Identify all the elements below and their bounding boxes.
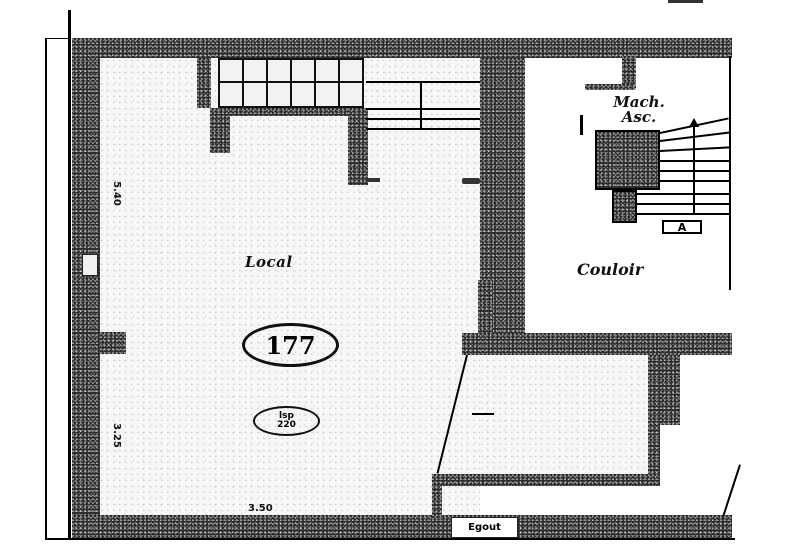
stair-step [314,81,340,108]
corridor-stair-tread [660,160,730,162]
stair-marker-box: A [662,220,702,234]
corridor-right-wall [729,56,731,290]
elevator-machine-label: Mach. Asc. [604,95,674,125]
dimension-bottom-width: 3.50 [248,503,273,514]
top-wall [72,38,732,58]
room-sub-line1: lsp [279,411,294,421]
corridor-label: Couloir [577,260,644,279]
stair-marker-label: A [677,220,687,234]
side-room-right-pier [660,355,680,425]
vertical-margin-line [68,10,71,538]
room-number: 177 [265,330,316,360]
stair-rail [366,128,480,130]
side-room-right-wall [648,355,660,485]
stair-step [338,81,364,108]
left-frame-line [45,38,47,540]
bottom-frame-line [45,538,735,540]
stair-step [218,81,244,108]
stair-rail [366,118,480,120]
left-wall [72,38,100,538]
side-room-bottom-wall [432,474,660,486]
stair-step [218,58,244,83]
stair-step [314,58,340,83]
stair-step [242,58,268,83]
dimension-upper-height: 5.40 [110,181,122,206]
elevator-shaft-lower [612,190,637,223]
stair-step [242,81,268,108]
stair-rail [366,81,480,83]
corridor-top-stub [622,56,636,90]
stair-step [290,81,316,108]
middle-stub-wall [478,280,493,335]
stair-left-pillar [197,58,211,108]
stair-step [290,58,316,83]
middle-vertical-wall [480,58,525,333]
stair-rail [366,108,480,110]
elevator-shaft [595,130,660,190]
right-edge-diagonal [722,464,741,518]
corridor-stair-tread [637,213,730,215]
stair-step [338,58,364,83]
elevator-outline [580,115,583,135]
stair-bottom-beam [210,108,360,116]
bottom-wall [72,515,732,538]
corridor-stair-tread [637,203,730,205]
stair-step [266,58,292,83]
left-wall-pier [100,332,126,354]
door-mark [472,413,494,415]
corridor-stair-tread [660,180,730,182]
elevator-label-line2: Asc. [621,108,657,126]
stair-left-post [210,108,230,153]
room-sub-badge: lsp 220 [253,406,320,436]
dimension-lower-height: 3.25 [110,423,122,448]
door-handle [462,178,480,184]
room-sub-line2: 220 [277,420,296,430]
corridor-top-ledge [585,84,635,90]
side-room-floor [480,352,650,474]
elevator-label-line1: Mach. [613,93,665,111]
window-opening [82,254,98,276]
top-frame-tick [45,38,70,39]
arrow-head-icon [689,118,699,127]
door-handle [366,178,380,182]
local-floor [100,58,480,516]
stair-direction-arrow [693,125,695,213]
stair-step [266,81,292,108]
room-number-badge: 177 [242,323,339,367]
stair-rail-post [420,81,422,129]
local-room-label: Local [245,253,293,271]
side-room-left-post [432,474,442,519]
horizontal-partition-wall [462,333,732,355]
drain-label: Egout [468,522,501,533]
drain-label-box: Egout [451,517,518,538]
stair-right-post [348,108,368,185]
corridor-stair-tread [660,170,730,172]
corridor-stair-tread [637,193,730,195]
top-right-mark [668,0,703,3]
